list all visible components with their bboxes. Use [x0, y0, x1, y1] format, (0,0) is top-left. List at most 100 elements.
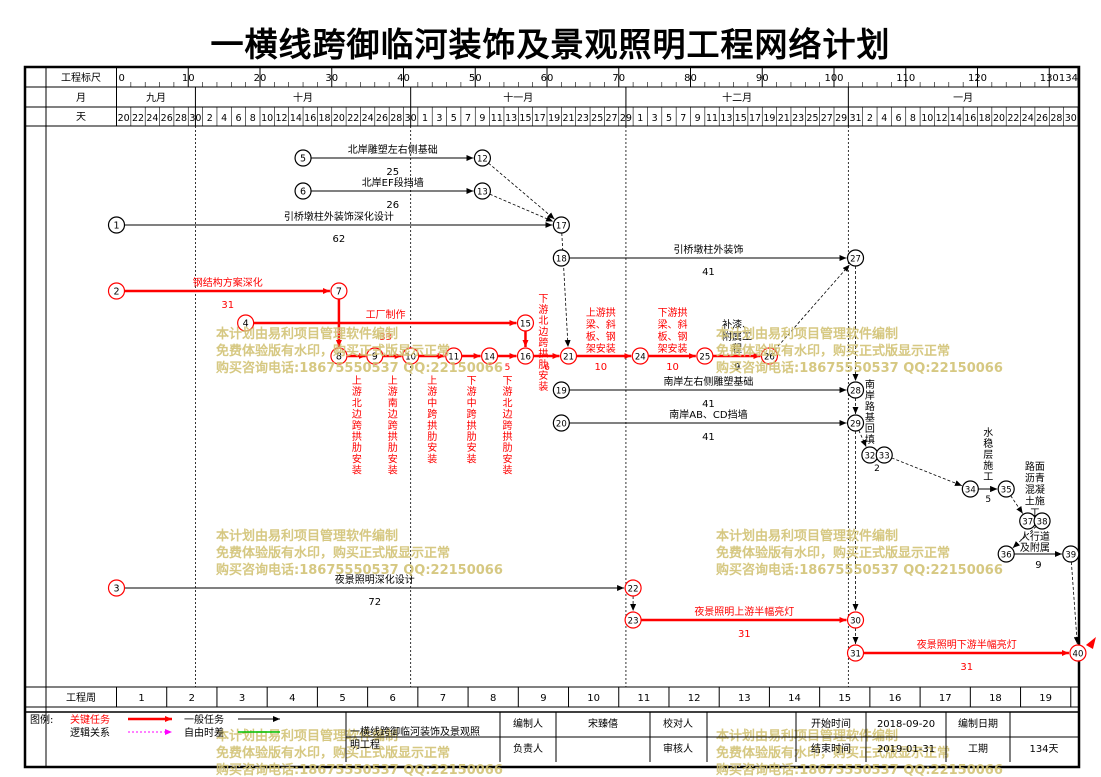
- label-char: 北: [503, 397, 513, 409]
- legend-float: 自由时差: [184, 726, 224, 739]
- label-char: 稳: [983, 437, 993, 450]
- label-char: 跨: [427, 409, 437, 421]
- day-label: 16: [964, 113, 976, 124]
- scale-tick-label: 40: [397, 73, 410, 84]
- label-char: 下: [503, 376, 513, 387]
- node-circle: [846, 644, 865, 662]
- day-label: 6: [896, 113, 902, 124]
- node-number: 3: [113, 584, 119, 595]
- node-number: 26: [764, 353, 775, 363]
- manager-label: 负责人: [513, 742, 543, 755]
- node: 16: [516, 347, 535, 365]
- activity-duration: 62: [333, 234, 346, 245]
- week-number: 5: [339, 693, 345, 704]
- week-number: 1: [138, 693, 144, 704]
- label-char: 安: [503, 452, 513, 465]
- day-label: 18: [319, 113, 331, 124]
- node: 29: [846, 414, 865, 432]
- activity-duration: 5: [505, 363, 511, 373]
- label-char: 边: [503, 409, 513, 421]
- node-number: 36: [1001, 551, 1012, 561]
- node-number: 2: [113, 287, 119, 298]
- node-number: 6: [300, 187, 306, 198]
- watermark: 本计划由易利项目管理软件编制免费体验版有水印，购买正式版显示正常购买咨询电话:1…: [716, 528, 1003, 578]
- label-char: 游: [503, 385, 513, 398]
- watermark-line: 免费体验版有水印，购买正式版显示正常: [216, 343, 450, 359]
- watermark-line: 购买咨询电话:18675550537 QQ:22150066: [716, 360, 1003, 376]
- week-number: 10: [587, 693, 600, 704]
- node-number: 25: [699, 353, 710, 363]
- day-label: 9: [695, 113, 701, 124]
- activity-duration: 26: [386, 200, 399, 211]
- node-circle: [961, 480, 979, 498]
- label-char: 上: [427, 375, 437, 387]
- watermark-line: 免费体验版有水印，购买正式版显示正常: [716, 545, 950, 561]
- day-label: 18: [979, 113, 991, 124]
- label-char: 下: [538, 294, 548, 305]
- watermark-line: 免费体验版有水印，购买正式版显示正常: [716, 745, 950, 761]
- activity-name: 人行道: [1020, 530, 1050, 543]
- month-label: 十二月: [722, 91, 752, 104]
- node-number: 1: [113, 221, 119, 232]
- label-char: 中: [427, 396, 437, 409]
- activity-name: 补漆、: [722, 318, 752, 331]
- activity-name: 梁、斜: [658, 318, 688, 331]
- day-label: 17: [534, 113, 546, 124]
- node-number: 34: [965, 486, 976, 496]
- label-char: 水: [983, 427, 993, 439]
- label-char: 边: [538, 326, 548, 338]
- day-label: 13: [505, 113, 517, 124]
- day-label: 20: [993, 113, 1005, 124]
- week-number: 3: [239, 693, 245, 704]
- project-name: 一横线跨御临河装饰及景观照: [350, 725, 480, 738]
- node: 24: [631, 347, 649, 365]
- node: 13: [473, 182, 492, 200]
- node-number: 32: [864, 452, 875, 462]
- label-char: 上: [352, 375, 362, 387]
- activity-name: 程: [732, 343, 742, 355]
- week-number: 9: [540, 693, 546, 704]
- legend-normal: 一般任务: [184, 713, 224, 726]
- node-number: 23: [628, 617, 639, 627]
- node: 3: [107, 579, 126, 597]
- node-number: 16: [520, 353, 531, 363]
- label-char: 跨: [538, 337, 548, 349]
- activity-name: 及附属: [1020, 541, 1050, 554]
- activity-name: 土施: [1025, 495, 1045, 508]
- node-circle: [107, 216, 126, 234]
- day-label: 22: [1007, 113, 1019, 124]
- legend-label: 图例:: [30, 713, 53, 726]
- node: 5: [294, 149, 312, 167]
- compiler: 宋臻僖: [588, 717, 618, 730]
- node: 40: [1069, 644, 1087, 662]
- week-number: 19: [1039, 693, 1052, 704]
- logic-link: [489, 193, 554, 222]
- day-label: 8: [250, 113, 256, 124]
- node-circle: [760, 347, 779, 365]
- scale-tick-label: 70: [612, 73, 625, 84]
- node-number: 35: [1001, 486, 1012, 496]
- node: 33: [875, 446, 893, 464]
- activity-duration: 25: [386, 167, 399, 178]
- node-number: 28: [850, 387, 861, 397]
- week-number: 16: [889, 693, 902, 704]
- label-char: 装: [467, 452, 477, 465]
- activity-name: 引桥墩柱外装饰: [673, 243, 743, 256]
- node: 26: [760, 347, 779, 365]
- day-label: 2: [207, 113, 213, 124]
- legend-critical: 关键任务: [70, 713, 110, 726]
- label-char: 装: [427, 452, 437, 465]
- day-label: 11: [706, 113, 718, 124]
- day-label: 20: [118, 113, 130, 124]
- day-label: 23: [792, 113, 804, 124]
- date-label: 编制日期: [958, 717, 998, 730]
- scale-tick-label: 100: [824, 73, 843, 84]
- node: 27: [846, 249, 865, 267]
- node: 9: [366, 347, 384, 365]
- label-char: 肋: [388, 441, 398, 454]
- compiler-label: 编制人: [513, 717, 543, 730]
- logic-link: [774, 264, 850, 351]
- label-char: 游: [388, 385, 398, 398]
- week-number: 8: [490, 693, 496, 704]
- node: 34: [961, 480, 979, 498]
